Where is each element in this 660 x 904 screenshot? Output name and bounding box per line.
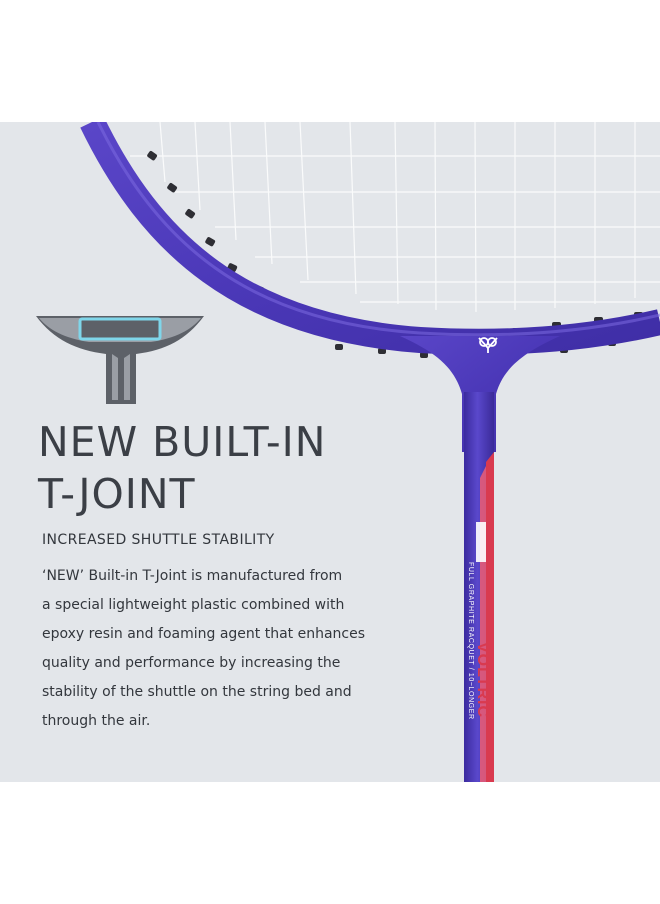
description-line: a special lightweight plastic combined w… xyxy=(42,597,345,613)
racket-strings xyxy=(130,122,660,313)
feature-description: ‘NEW’ Built-in T-Joint is manufactured f… xyxy=(42,562,372,736)
description-line: epoxy resin and foaming agent that enhan… xyxy=(42,626,366,642)
racket-illustration: VOLTRIC FULL GRAPHITE RACQUET / 10~LONGE… xyxy=(80,122,660,782)
feature-subheading: INCREASED SHUTTLE STABILITY xyxy=(42,532,275,548)
yonex-logo-icon xyxy=(478,337,498,353)
product-feature-panel: VOLTRIC FULL GRAPHITE RACQUET / 10~LONGE… xyxy=(0,122,660,782)
shaft-accent-stripe xyxy=(486,452,494,782)
headline-line-2: T-JOINT xyxy=(38,470,196,518)
shaft-spec-text: FULL GRAPHITE RACQUET / 10~LONGER xyxy=(467,562,474,720)
description-line: through the air. xyxy=(42,713,151,729)
racket-frame xyxy=(80,122,660,355)
shaft-model-text: VOLTRIC xyxy=(474,642,491,718)
headline-line-1: NEW BUILT-IN xyxy=(38,418,327,466)
description-line: stability of the shuttle on the string b… xyxy=(42,684,352,700)
description-line: quality and performance by increasing th… xyxy=(42,655,341,671)
feature-headline: NEW BUILT-IN T-JOINT xyxy=(38,416,326,520)
description-line: ‘NEW’ Built-in T-Joint is manufactured f… xyxy=(42,568,343,584)
t-joint-cross-section-icon xyxy=(36,316,204,404)
